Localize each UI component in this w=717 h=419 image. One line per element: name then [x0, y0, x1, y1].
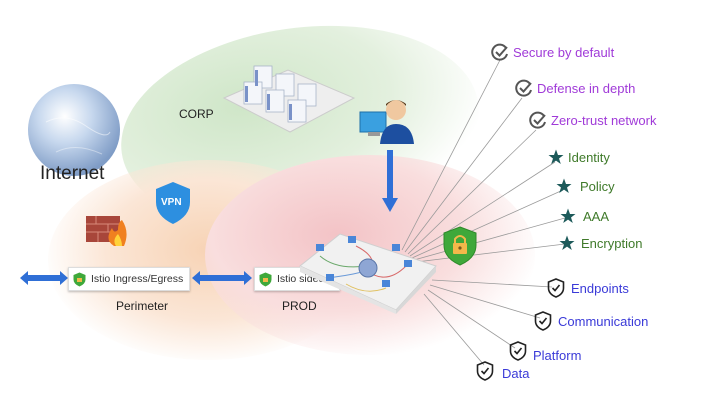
istio-ingress-egress-box: Istio Ingress/Egress — [68, 267, 191, 291]
prod-label: PROD — [282, 299, 317, 313]
line-zero-trust — [407, 129, 537, 255]
service-mesh-platform-icon — [299, 233, 437, 314]
principle-defense-in-depth: Defense in depth — [515, 79, 635, 97]
user-workstation-icon — [359, 100, 414, 144]
star-icon — [559, 235, 575, 250]
line-aaa — [413, 217, 566, 261]
line-endpoints — [431, 279, 553, 288]
line-data — [423, 293, 485, 366]
line-policy — [411, 189, 564, 259]
internet-globe-icon — [28, 84, 120, 176]
line-secure-by-default — [401, 59, 501, 251]
star-icon — [556, 178, 572, 193]
line-encryption — [415, 243, 566, 263]
capability-aaa: AAA — [560, 208, 609, 224]
principle-zero-trust-network: Zero-trust network — [529, 111, 656, 129]
capability-identity: Identity — [548, 149, 610, 165]
firewall-icon — [86, 216, 127, 246]
star-icon — [548, 149, 564, 164]
lock-shield-icon — [259, 272, 272, 286]
star-icon — [560, 208, 576, 223]
line-platform — [427, 289, 516, 349]
check-circle-icon — [515, 79, 532, 97]
shield-check-icon — [534, 311, 552, 331]
lock-shield-icon — [73, 272, 86, 286]
asset-platform: Platform — [509, 338, 581, 363]
istio-ingress-egress-label: Istio Ingress/Egress — [91, 273, 184, 285]
principle-secure-by-default: Secure by default — [491, 43, 614, 61]
line-identity — [409, 161, 556, 257]
capability-policy: Policy — [556, 178, 615, 194]
bidirectional-arrow-icon — [20, 271, 68, 285]
shield-check-icon — [509, 340, 527, 361]
internet-label: Internet — [40, 163, 105, 184]
vpn-shield-icon — [156, 182, 190, 224]
asset-communication: Communication — [534, 311, 648, 331]
security-lock-shield-icon — [443, 226, 477, 266]
check-circle-icon — [529, 111, 546, 129]
bidirectional-arrow-icon — [192, 271, 252, 285]
check-circle-icon — [491, 43, 508, 61]
down-arrow-icon — [382, 150, 398, 212]
shield-check-icon — [476, 360, 494, 381]
line-defense-in-depth — [404, 97, 523, 253]
capability-encryption: Encryption — [559, 235, 642, 251]
datacenter-icon — [222, 65, 356, 133]
shield-check-icon — [547, 278, 565, 298]
vpn-label: VPN — [161, 197, 182, 208]
perimeter-label: Perimeter — [116, 299, 169, 313]
line-communication — [429, 284, 541, 319]
corp-label: CORP — [179, 107, 214, 121]
asset-endpoints: Endpoints — [547, 278, 629, 298]
asset-data: Data — [476, 360, 529, 381]
